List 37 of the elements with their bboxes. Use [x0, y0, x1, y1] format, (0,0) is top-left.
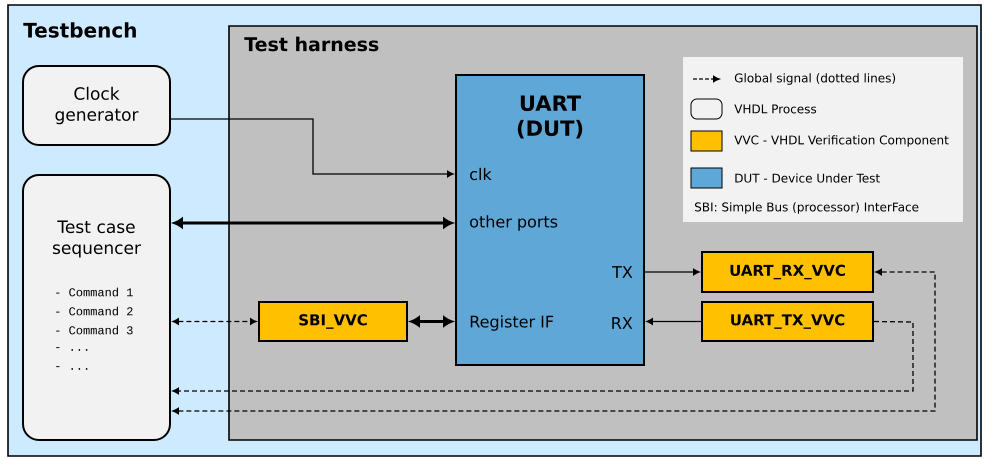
box-label: UART_RX_VVC	[730, 264, 845, 280]
dut-block	[455, 74, 645, 366]
legend-text: Global signal (dotted lines)	[734, 73, 896, 85]
arrow	[172, 318, 257, 325]
note: SBI: Simple Bus (processor) InterFace	[695, 202, 918, 214]
command-line: - ...	[56, 366, 88, 370]
port-label: RX	[612, 317, 632, 329]
arrow	[172, 320, 914, 394]
command-line: - Command 2	[56, 306, 133, 316]
port-label: clk	[470, 168, 492, 180]
port-label: Register IF	[470, 315, 554, 331]
arrow	[645, 268, 700, 276]
box-label: Clock generator	[55, 86, 138, 124]
legend-text: DUT - Device Under Test	[735, 173, 880, 183]
vvc-box	[258, 301, 408, 342]
legend-text: VVC - VHDL Verification Component	[734, 135, 949, 147]
legend-text: VHDL Process	[734, 104, 816, 114]
box-label: SBI_VVC	[299, 314, 367, 329]
area-title: Test harness	[244, 36, 378, 52]
command-line: - Command 1	[56, 288, 133, 296]
arrow	[171, 118, 454, 178]
box-label: UART (DUT)	[518, 95, 582, 139]
port-label: other ports	[470, 215, 558, 231]
arrow	[172, 268, 936, 414]
area-title: Testbench	[23, 22, 136, 38]
command-line: - Command 3	[56, 326, 133, 334]
arrow	[646, 318, 701, 325]
port-label: TX	[612, 266, 632, 278]
process-box	[22, 174, 171, 441]
arrow	[173, 218, 453, 228]
box-label: Test case sequencer	[52, 220, 141, 258]
vvc-box	[701, 251, 874, 293]
box-label: UART_TX_VVC	[731, 314, 844, 329]
vvc-box	[701, 301, 874, 342]
process-box	[22, 65, 171, 146]
arrow	[410, 316, 453, 327]
command-line: - ...	[56, 347, 88, 351]
